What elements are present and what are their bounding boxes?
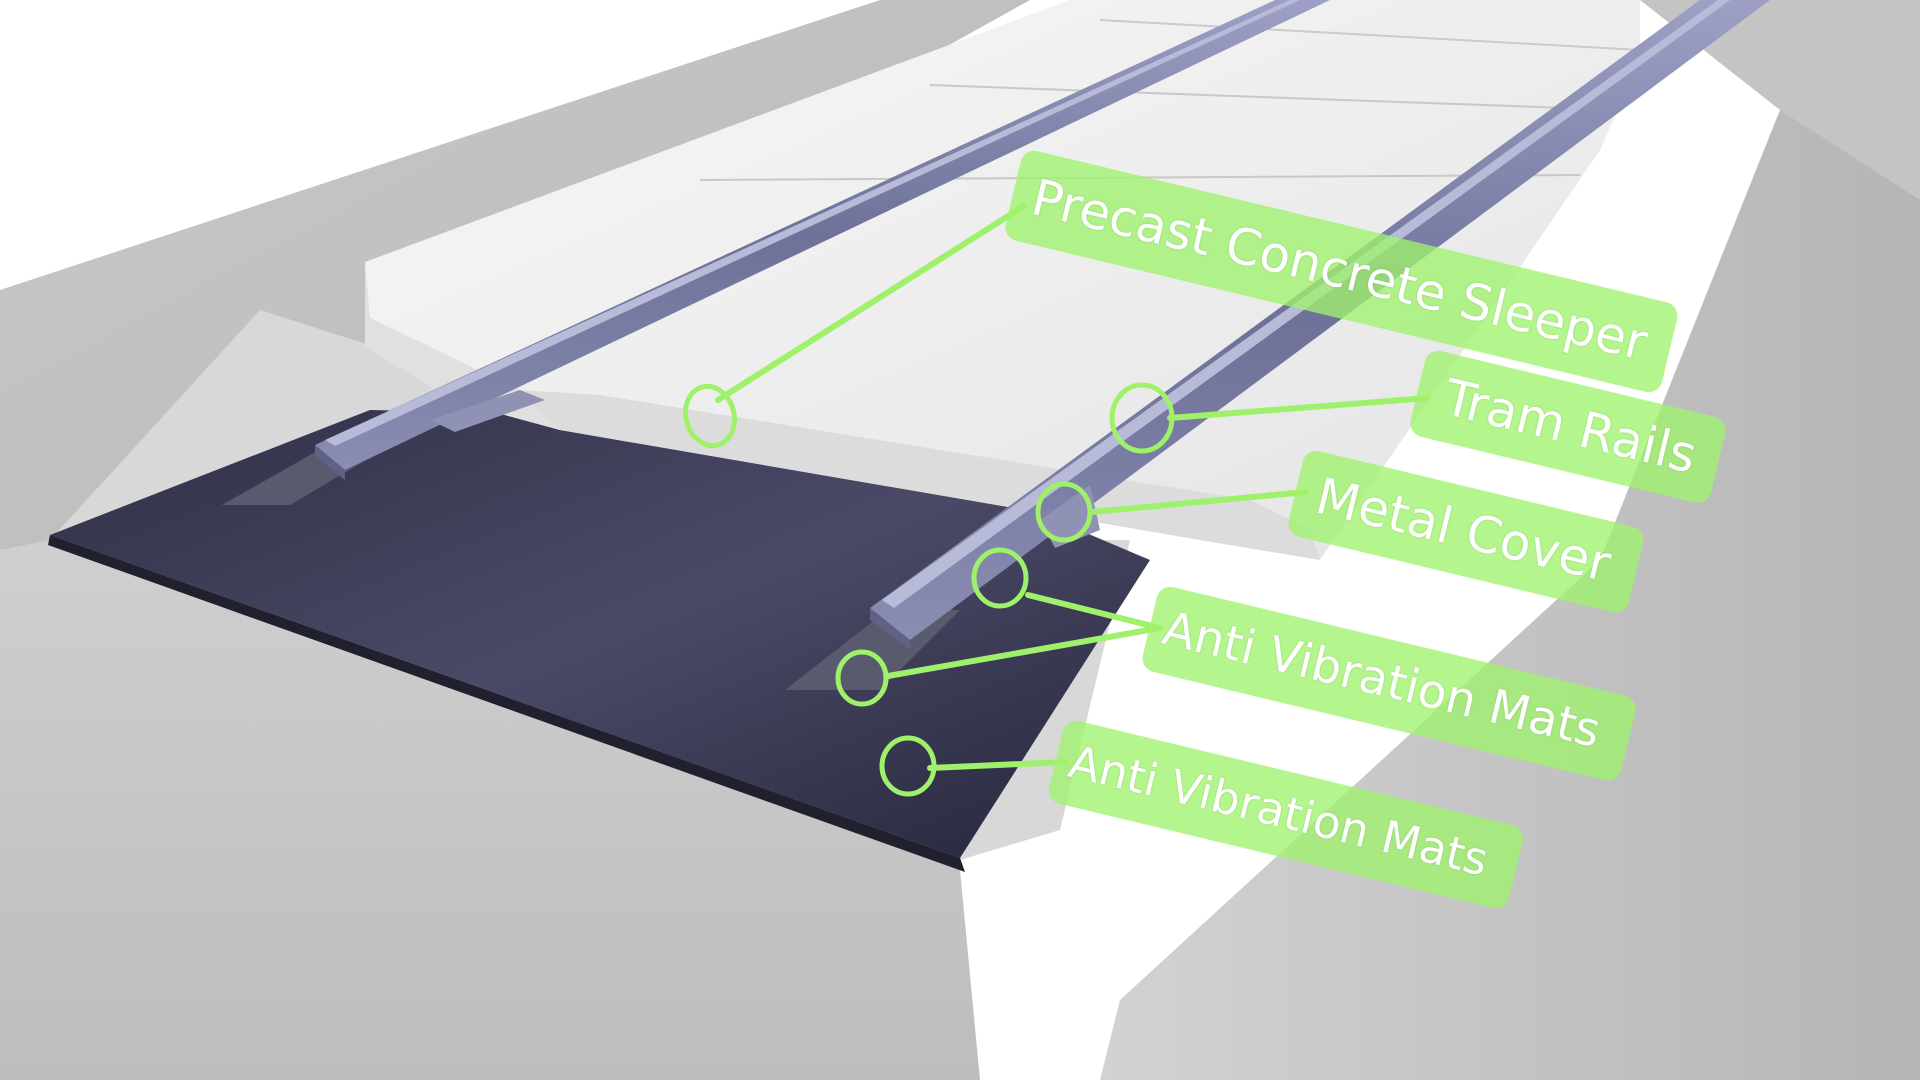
target-ring-rails (1109, 382, 1175, 454)
leader-line-rails (1167, 395, 1431, 421)
trough-front-face (0, 540, 980, 1080)
leader-line-mats-upper-b (885, 625, 1163, 679)
right-rail-end (870, 608, 910, 650)
leader-lines (715, 203, 1431, 771)
left-metal-cover (430, 390, 545, 432)
left-rail-end (315, 445, 345, 480)
left-rail-highlight (325, 0, 1300, 446)
leader-line-mats-lower (927, 759, 1069, 771)
target-rings (683, 382, 1175, 797)
sleeper-joint (1099, 19, 1641, 51)
target-ring-mats-upper-bottom (835, 649, 889, 707)
target-ring-mats-lower (879, 735, 937, 797)
target-ring-sleeper (683, 383, 737, 449)
sleeper-side-face (520, 390, 1320, 560)
trough-right-wall-top (1640, 0, 1920, 200)
leader-line-cover (1089, 489, 1309, 515)
trough-right-wall (1100, 60, 1920, 1080)
target-ring-cover (1035, 481, 1093, 543)
anti-vibration-mat-base (50, 410, 1150, 858)
sleeper-joint (929, 84, 1621, 111)
right-tram-rail (870, 0, 1770, 640)
left-tram-rail (315, 0, 1330, 470)
target-ring-mats-upper-top (971, 547, 1029, 609)
leader-line-sleeper (715, 203, 1027, 403)
leader-line-mats-upper-a (1025, 592, 1163, 631)
mat-edge (48, 535, 965, 872)
